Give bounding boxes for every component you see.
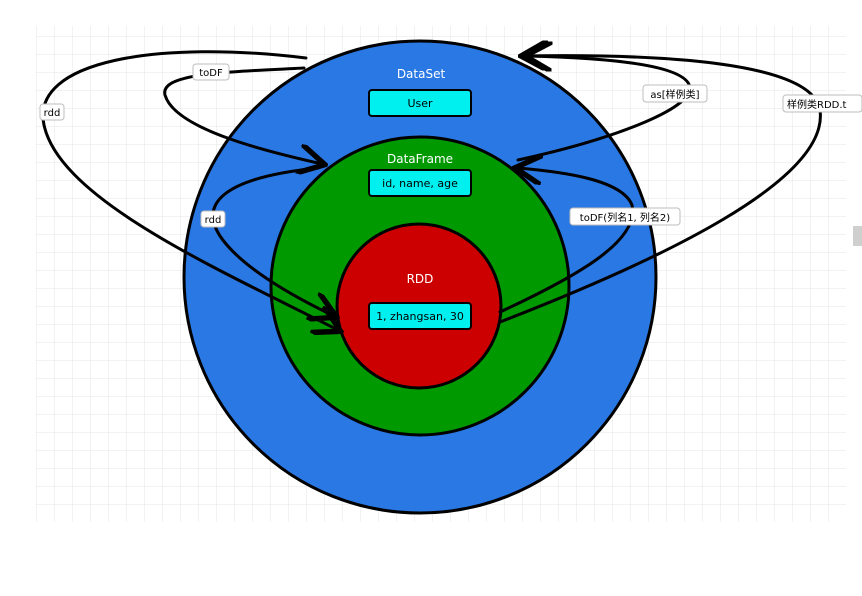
dataframe-box-label: id, name, age bbox=[382, 177, 458, 190]
dataset-box[interactable]: User bbox=[368, 89, 472, 117]
edge-rdd-inner bbox=[211, 166, 334, 316]
edge-label-case-rdd-text: 样例类RDD.t bbox=[787, 98, 847, 111]
edge-label-todf-cols-text: toDF(列名1, 列名2) bbox=[580, 211, 670, 224]
edge-label-rdd-inner-text: rdd bbox=[205, 215, 222, 226]
edge-todf-outer bbox=[163, 66, 322, 164]
rdd-box-label: 1, zhangsan, 30 bbox=[376, 310, 464, 323]
scrollbar-thumb[interactable] bbox=[853, 226, 862, 246]
edge-label-todf-outer: toDF bbox=[192, 63, 230, 81]
edge-todf-cols bbox=[498, 168, 635, 314]
edge-label-rdd-outer-text: rdd bbox=[44, 108, 61, 119]
edge-label-as-class-text: as[样例类] bbox=[650, 88, 699, 101]
edge-label-rdd-inner: rdd bbox=[200, 210, 226, 228]
edge-label-todf-outer-text: toDF bbox=[199, 68, 223, 79]
rdd-box[interactable]: 1, zhangsan, 30 bbox=[368, 302, 472, 330]
dataframe-title: DataFrame bbox=[387, 152, 453, 166]
edge-label-case-rdd: 样例类RDD.t bbox=[782, 94, 862, 113]
edge-label-rdd-outer: rdd bbox=[39, 103, 65, 121]
edge-rdd-outer bbox=[41, 50, 338, 330]
edge-label-as-class: as[样例类] bbox=[642, 84, 708, 103]
edge-label-todf-cols: toDF(列名1, 列名2) bbox=[569, 207, 681, 226]
rdd-title: RDD bbox=[407, 272, 434, 286]
dataset-box-label: User bbox=[407, 97, 433, 110]
dataset-title: DataSet bbox=[397, 67, 446, 81]
dataframe-box[interactable]: id, name, age bbox=[368, 169, 472, 197]
